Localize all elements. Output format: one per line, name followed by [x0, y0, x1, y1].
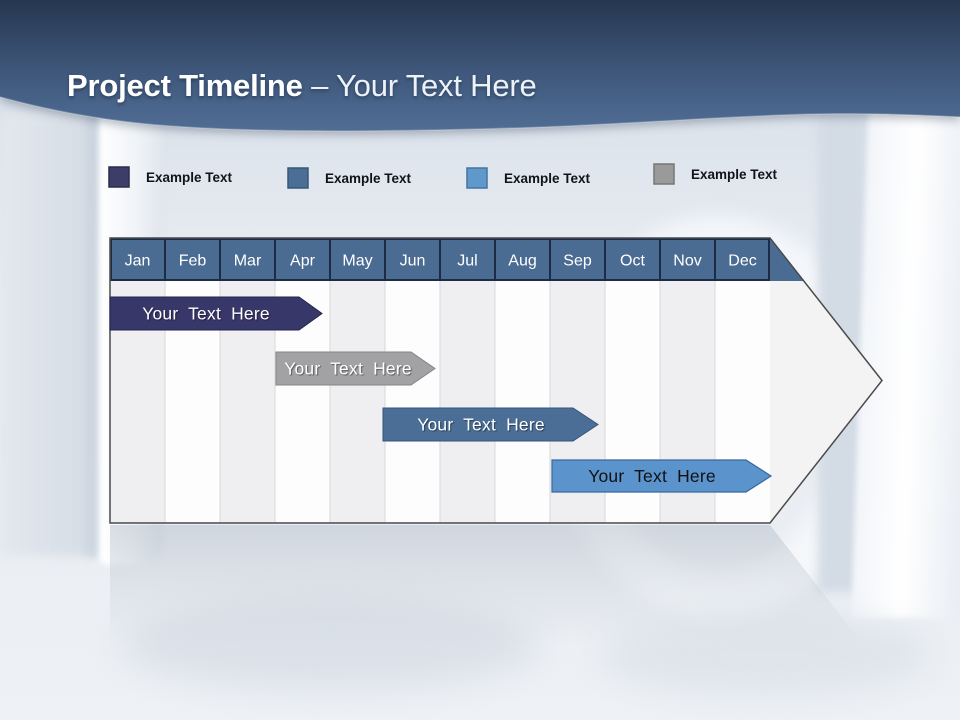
month-label: Aug — [508, 253, 536, 270]
legend-swatch-light-blue — [466, 167, 488, 189]
legend-item-4: Example Text — [653, 163, 777, 185]
month-header-band: Jan Feb Mar Apr May Jun Jul Aug Sep Oct … — [110, 238, 804, 281]
month-label: Oct — [620, 253, 645, 270]
month-label: Jun — [400, 253, 426, 270]
task-bar-2: Your Text Here — [275, 351, 436, 386]
month-label: Feb — [179, 253, 207, 270]
background-letter-shape — [0, 116, 92, 556]
slide-title: Project Timeline – Your Text Here — [67, 68, 537, 104]
task-bar-label: Your Text Here — [417, 415, 545, 435]
legend-label: Example Text — [504, 170, 591, 186]
arrow-reflection — [110, 525, 882, 669]
slide-title-placeholder: – Your Text Here — [311, 68, 537, 103]
month-label: Nov — [673, 253, 701, 270]
month-label: May — [342, 253, 372, 270]
month-label: Sep — [563, 253, 592, 270]
task-bar-label: Your Text Here — [142, 304, 270, 324]
legend-label: Example Text — [691, 166, 778, 182]
month-label: Apr — [290, 253, 316, 270]
legend-swatch-steel-blue — [287, 167, 309, 189]
legend-label: Example Text — [146, 169, 233, 185]
month-label: Jul — [457, 253, 477, 270]
task-bar-1: Your Text Here — [109, 296, 323, 331]
month-label: Jan — [125, 253, 151, 270]
task-bar-4: Your Text Here — [551, 459, 773, 493]
legend-swatch-gray — [653, 163, 675, 185]
month-label: Mar — [234, 253, 262, 270]
task-bar-label: Your Text Here — [588, 466, 716, 486]
legend-item-2: Example Text — [287, 167, 411, 189]
month-label: Dec — [728, 253, 756, 270]
big-arrow-outline — [109, 237, 883, 524]
legend-item-1: Example Text — [108, 166, 232, 188]
legend-swatch-dark-navy — [108, 166, 130, 188]
legend-label: Example Text — [325, 170, 412, 186]
background-letter-shape — [86, 112, 102, 557]
task-bar-label: Your Text Here — [284, 359, 412, 379]
slide-title-main: Project Timeline — [67, 68, 303, 103]
task-bar-3: Your Text Here — [382, 407, 599, 442]
legend-item-3: Example Text — [466, 167, 590, 189]
header-band — [0, 0, 960, 132]
